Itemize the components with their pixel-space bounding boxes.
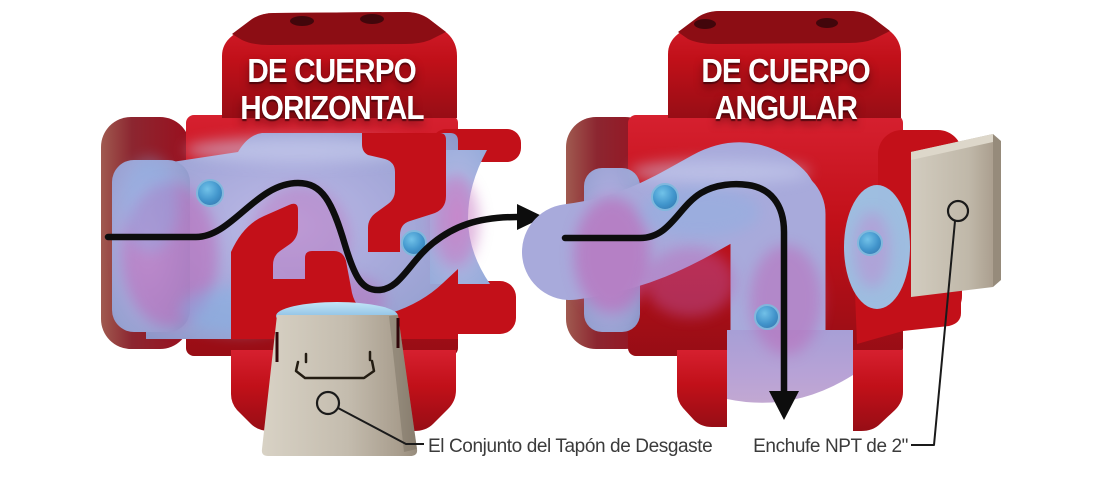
bottom-flange-right-lobe bbox=[853, 350, 903, 431]
flow-arrow-angular bbox=[561, 180, 799, 420]
flow-arrow-horizontal bbox=[104, 179, 544, 294]
stud-hole bbox=[360, 14, 384, 24]
plug-edge-shade bbox=[389, 315, 417, 452]
label-wear-plug-assembly: El Conjunto del Tapón de Desgaste bbox=[428, 436, 713, 457]
bottom-bore bbox=[727, 330, 853, 403]
stud-hole bbox=[816, 18, 838, 28]
top-flange-face bbox=[678, 11, 890, 44]
stud-hole bbox=[694, 19, 716, 29]
port-hole bbox=[401, 230, 427, 256]
port-hole bbox=[754, 304, 780, 330]
flow-arrowhead-right bbox=[517, 204, 544, 230]
npt-socket-side bbox=[993, 134, 1001, 287]
stud-hole bbox=[290, 16, 314, 26]
port-hole bbox=[196, 179, 224, 207]
top-flange-face bbox=[232, 12, 446, 45]
npt-socket-front bbox=[911, 134, 993, 297]
callout-circle-npt-socket bbox=[946, 199, 970, 223]
wear-plug-assembly bbox=[261, 315, 418, 456]
callout-npt-socket bbox=[911, 199, 970, 446]
flow-divider-upper bbox=[362, 133, 446, 252]
npt-socket-top-bevel bbox=[911, 134, 993, 160]
port-hole bbox=[857, 230, 883, 256]
port-hole bbox=[651, 183, 679, 211]
bottom-flange-left-lobe bbox=[677, 350, 727, 427]
flow-arrowhead-down bbox=[769, 391, 799, 420]
plug-retainer-detail bbox=[294, 350, 376, 380]
angular-valve-illustration bbox=[522, 11, 1001, 431]
leader-line-npt-socket bbox=[911, 220, 956, 446]
label-npt-socket: Enchufe NPT de 2" bbox=[753, 436, 908, 457]
npt-socket-block bbox=[911, 134, 1001, 297]
callout-circle-wear-plug bbox=[315, 390, 341, 416]
horizontal-valve-illustration bbox=[101, 12, 544, 456]
leader-line-wear-plug bbox=[337, 407, 424, 445]
callout-wear-plug bbox=[315, 390, 424, 445]
flow-divider-corner bbox=[391, 269, 458, 339]
